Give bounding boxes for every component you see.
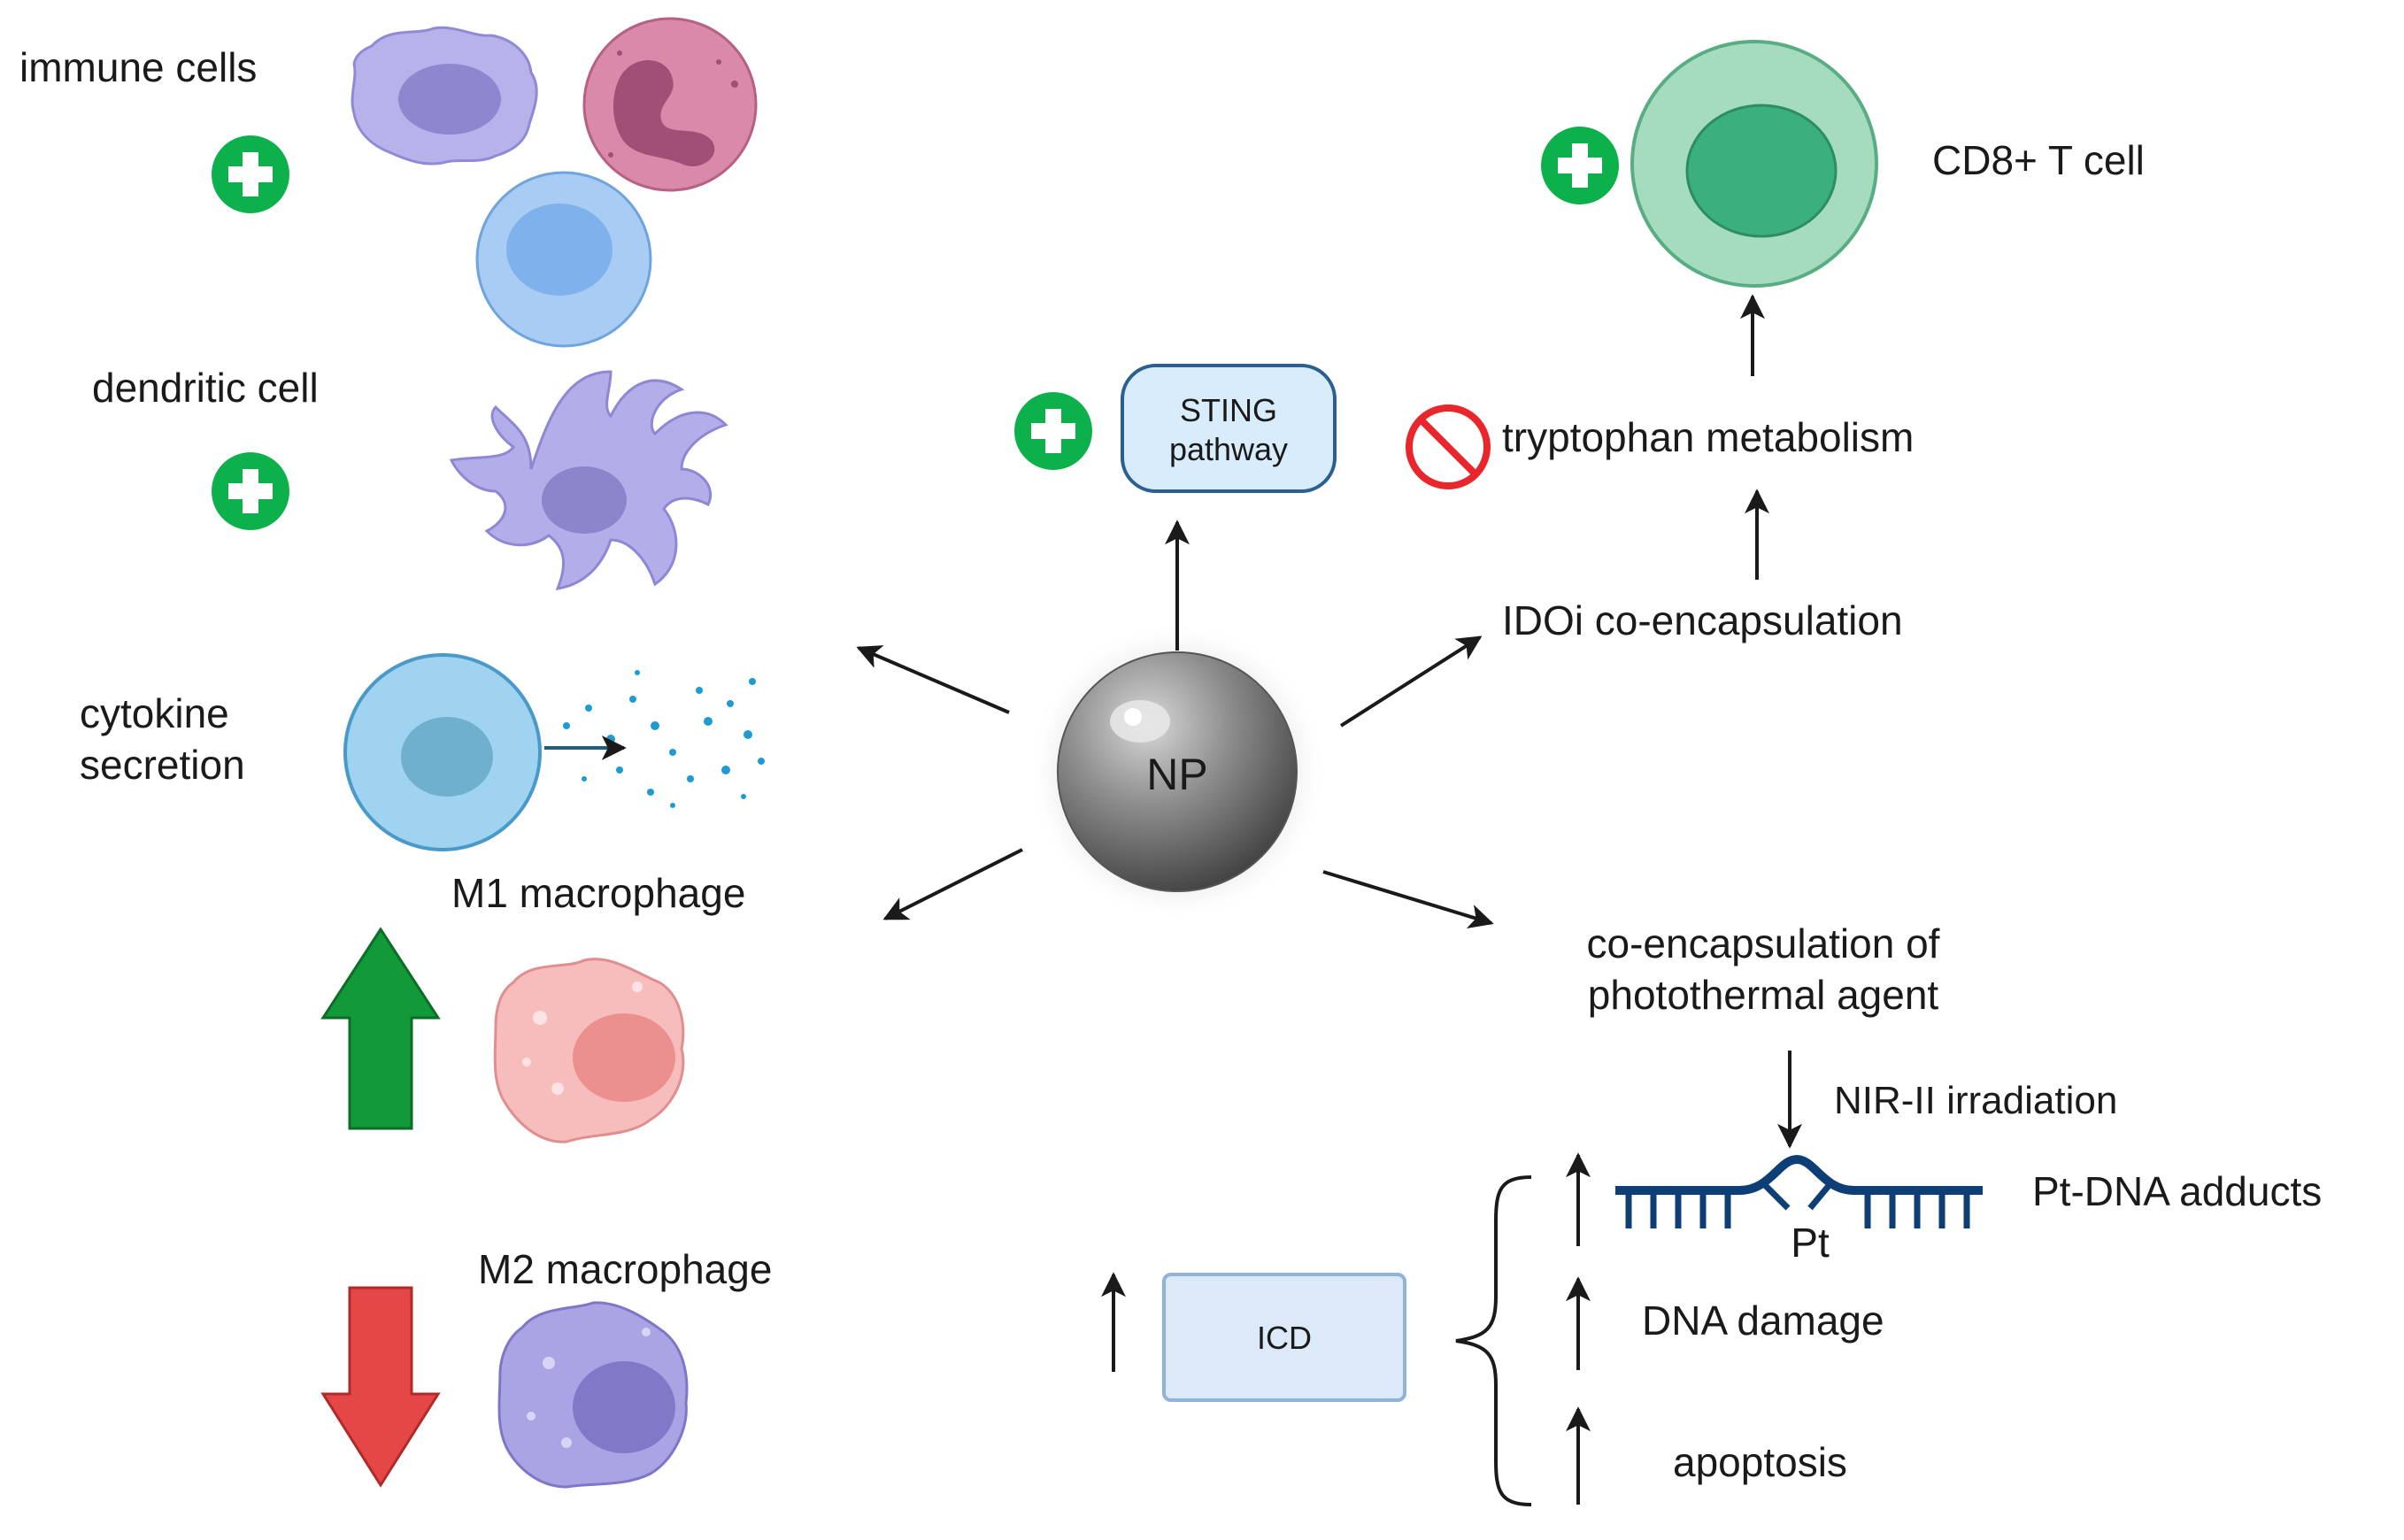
neutrophil-cell-icon bbox=[582, 17, 758, 192]
cytokine-particles-icon bbox=[563, 670, 765, 808]
dendritic-cell-icon bbox=[449, 370, 728, 590]
plus-circle-icon bbox=[1541, 127, 1619, 204]
prohibition-icon bbox=[1406, 404, 1491, 489]
dna-adduct-icon bbox=[1615, 1154, 1983, 1228]
dendritic-cell-label: dendritic cell bbox=[92, 365, 319, 411]
lymphocyte-cell-icon bbox=[475, 171, 652, 348]
tryptophan-metabolism-label: tryptophan metabolism bbox=[1502, 414, 1914, 460]
m1-macrophage-cell-icon bbox=[493, 958, 685, 1143]
icd-box bbox=[1162, 1273, 1406, 1402]
cd8-t-cell-icon bbox=[1630, 40, 1878, 288]
immune-cells-label: immune cells bbox=[19, 44, 257, 90]
cytokine-label-line2: secretion bbox=[80, 742, 245, 788]
m2-macrophage-label: M2 macrophage bbox=[478, 1246, 772, 1292]
pt-label: Pt bbox=[1791, 1220, 1830, 1266]
m2-macrophage-cell-icon bbox=[497, 1301, 689, 1489]
monocyte-cell-icon bbox=[351, 26, 538, 166]
sting-pathway-box bbox=[1121, 364, 1337, 493]
pt-dna-adducts-label: Pt-DNA adducts bbox=[2032, 1168, 2322, 1214]
sting-label-line2: pathway bbox=[1169, 431, 1288, 467]
icd-label: ICD bbox=[1257, 1320, 1312, 1356]
plus-circle-icon bbox=[212, 452, 289, 530]
cd8-label: CD8+ T cell bbox=[1932, 137, 2145, 183]
outcome-brace bbox=[1455, 1175, 1532, 1506]
np-label: NP bbox=[1146, 750, 1207, 799]
photothermal-label-line1: co-encapsulation of bbox=[1587, 920, 1940, 966]
np-to-idoi-arrow bbox=[1339, 635, 1483, 728]
secreting-cell-icon bbox=[343, 653, 542, 851]
np-to-macrophage-arrow bbox=[882, 848, 1023, 920]
nir-irradiation-label: NIR-II irradiation bbox=[1834, 1079, 2117, 1122]
dna-damage-label: DNA damage bbox=[1642, 1297, 1884, 1344]
plus-circle-icon bbox=[212, 135, 289, 213]
plus-circle-icon bbox=[1014, 392, 1092, 470]
nanoparticle-icon bbox=[1027, 621, 1328, 922]
np-to-immune-arrow bbox=[856, 645, 1010, 714]
up-arrow-icon bbox=[320, 927, 441, 1130]
down-arrow-icon bbox=[320, 1286, 441, 1488]
apoptosis-label: apoptosis bbox=[1673, 1439, 1847, 1485]
m1-macrophage-label: M1 macrophage bbox=[451, 870, 745, 916]
cytokine-label-line1: cytokine bbox=[80, 690, 229, 736]
idoi-label: IDOi co-encapsulation bbox=[1502, 597, 1903, 643]
photothermal-label-line2: photothermal agent bbox=[1588, 972, 1939, 1018]
sting-label-line1: STING bbox=[1180, 392, 1277, 428]
np-to-photothermal-arrow bbox=[1322, 870, 1494, 929]
